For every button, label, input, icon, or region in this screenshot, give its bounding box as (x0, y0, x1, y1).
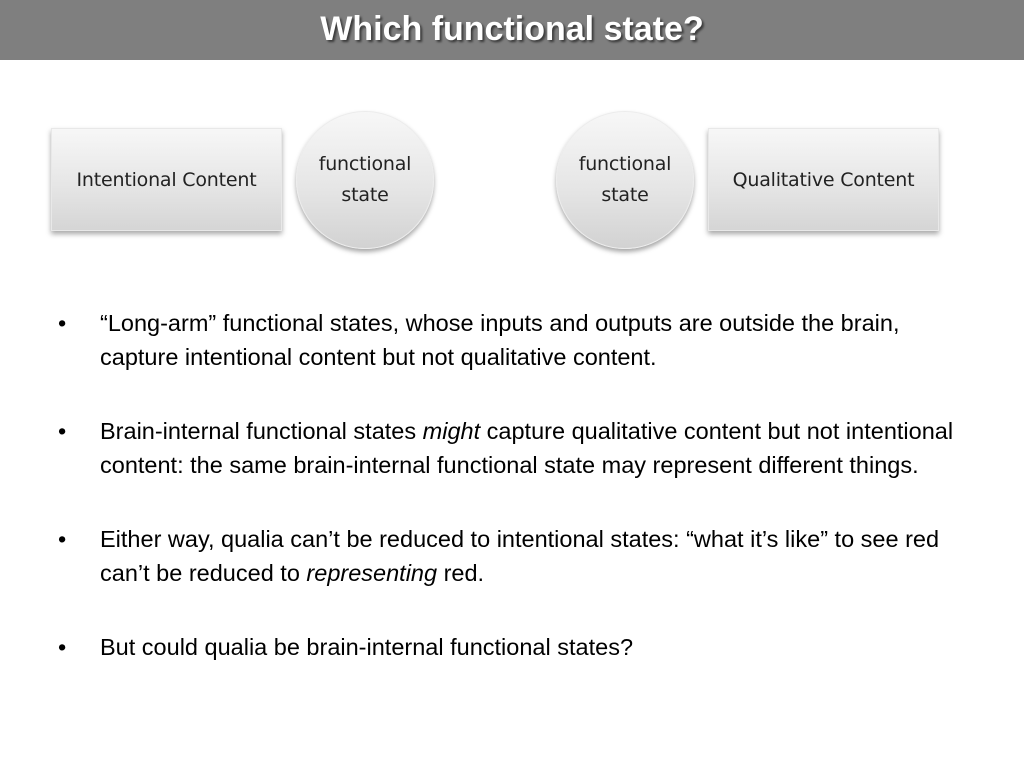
bullet-text: But could qualia be brain-internal funct… (100, 634, 634, 660)
functional-state-circle-left: functional state (296, 111, 434, 249)
qualitative-content-label: Qualitative Content (732, 168, 915, 191)
bullet-text: Either way, qualia can’t be reduced to i… (100, 526, 939, 586)
functional-state-label-right: functional state (578, 153, 672, 206)
slide-title: Which functional state? (320, 9, 704, 48)
bullet-text-part: red. (437, 560, 485, 586)
bullet-item: • “Long-arm” functional states, whose in… (58, 306, 958, 374)
bullet-marker: • (58, 634, 67, 660)
bullet-text-part: capture qualitative content but not inte… (100, 418, 954, 478)
bullet-marker: • (58, 526, 67, 552)
bullet-text: Brain-internal functional states might c… (100, 418, 953, 478)
intentional-content-box: Intentional Content (51, 128, 282, 231)
functional-state-circle-right: functional state (556, 111, 694, 249)
bullet-list: • “Long-arm” functional states, whose in… (58, 306, 958, 704)
qualitative-content-box: Qualitative Content (708, 128, 939, 231)
bullet-text-part: Either way, qualia can’t be reduced to i… (100, 526, 940, 586)
bullet-text-part: Brain-internal functional states (100, 418, 423, 444)
bullet-emphasis: representing (306, 560, 438, 586)
title-bar: Which functional state? (0, 0, 1024, 60)
bullet-text: “Long-arm” functional states, whose inpu… (100, 310, 900, 370)
intentional-content-label: Intentional Content (76, 168, 257, 191)
bullet-item: • But could qualia be brain-internal fun… (58, 630, 958, 664)
bullet-item: • Brain-internal functional states might… (58, 414, 958, 482)
bullet-item: • Either way, qualia can’t be reduced to… (58, 522, 958, 590)
bullet-marker: • (58, 418, 67, 444)
functional-state-label-left: functional state (318, 153, 412, 206)
bullet-emphasis: might (422, 418, 481, 444)
bullet-marker: • (58, 310, 67, 336)
